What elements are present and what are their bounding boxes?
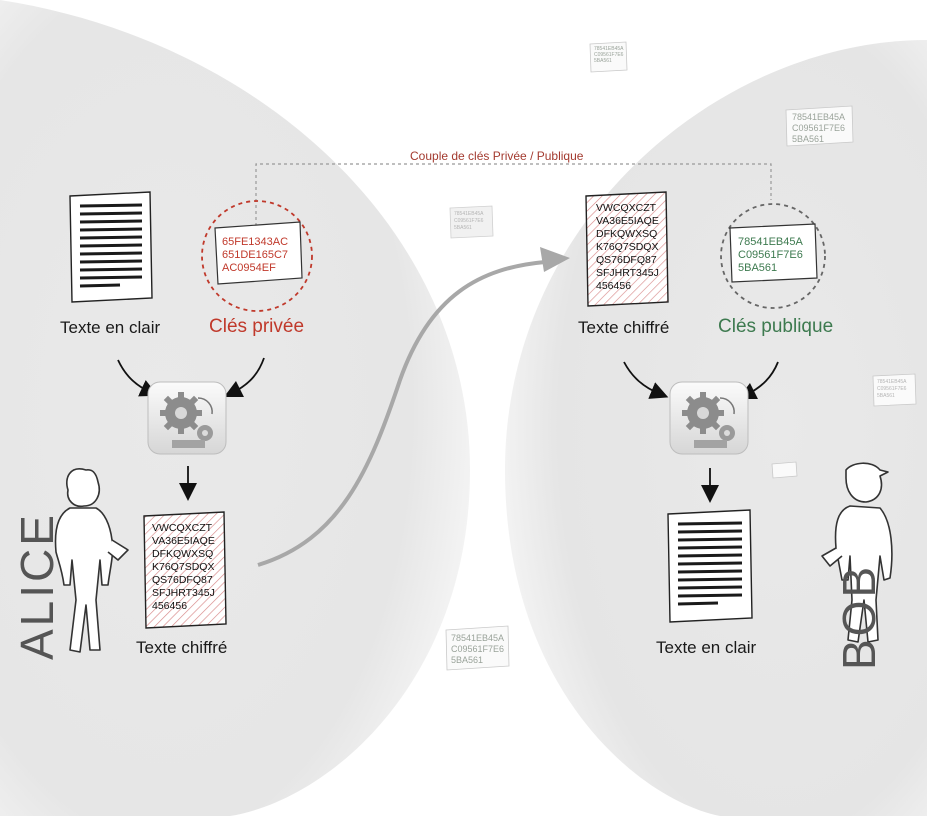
alice-cipher-line: K76Q7SDQX — [152, 561, 215, 573]
bob-key-line: 5BA561 — [738, 262, 778, 274]
floating-note-shape — [785, 105, 854, 147]
bob-cipher-line: VWCQXCZT — [596, 202, 657, 214]
key-pair-connector — [255, 163, 772, 232]
alice-key-text: 65FE1343AC 651DE165C7 AC0954EF — [222, 236, 288, 275]
bob-arrow-key — [737, 361, 779, 400]
bob-cipher-text: VWCQXCZT VA36E5IAQE DFKQWXSQ K76Q7SDQX Q… — [596, 202, 659, 293]
alice-cipher-doc — [143, 511, 227, 629]
alice-arrow-plaintext — [117, 359, 159, 397]
bob-decrypt-gear-icon — [669, 381, 749, 455]
alice-key-line: 65FE1343AC — [222, 236, 289, 248]
alice-key-line: 651DE165C7 — [222, 249, 289, 261]
alice-cipher-label: Texte chiffré — [136, 638, 228, 657]
alice-cipher-line: QS76DFQ87 — [152, 574, 213, 586]
floating-note-shape — [449, 205, 494, 239]
bob-public-key — [720, 203, 826, 309]
floating-note-shape — [872, 373, 917, 407]
alice-cipher-line: DFKQWXSQ — [152, 548, 214, 560]
bob-key-label: Clés publique — [718, 316, 834, 337]
bob-cipher-line: K76Q7SDQX — [596, 241, 659, 253]
alice-figure-icon — [54, 468, 129, 653]
bob-cipher-line: 456456 — [596, 280, 632, 292]
floating-note-shape — [771, 461, 798, 479]
bob-key-line: C09561F7E6 — [738, 249, 803, 261]
bob-cipher-line: DFKQWXSQ — [596, 228, 658, 240]
alice-cipher-line: SFJHRT345J — [152, 587, 215, 599]
bob-arrow-cipher — [623, 361, 669, 399]
alice-plaintext-label: Texte en clair — [60, 318, 161, 337]
bob-cipher-label: Texte chiffré — [578, 318, 670, 337]
alice-arrow-key — [223, 357, 265, 398]
alice-private-key — [201, 200, 313, 312]
bob-key-text: 78541EB45A C09561F7E6 5BA561 — [738, 236, 803, 275]
alice-key-label: Clés privée — [209, 316, 305, 337]
transfer-arrow-head — [540, 247, 570, 272]
alice-plaintext-doc — [69, 191, 153, 303]
alice-name: ALICE — [11, 512, 63, 660]
bob-figure-icon — [821, 462, 893, 643]
alice-cipher-text: VWCQXCZT VA36E5IAQE DFKQWXSQ K76Q7SDQX Q… — [152, 522, 215, 613]
bob-cipher-line: QS76DFQ87 — [596, 254, 657, 266]
bob-key-line: 78541EB45A — [738, 236, 803, 248]
alice-bubble — [0, 0, 470, 816]
key-pair-title: Couple de clés Privée / Publique — [410, 149, 584, 163]
transfer-arrow — [257, 260, 546, 567]
bob-cipher-line: VA36E5IAQE — [596, 215, 659, 227]
alice-cipher-line: VA36E5IAQE — [152, 535, 215, 547]
alice-key-line: AC0954EF — [222, 262, 276, 274]
bob-name: BOB — [833, 563, 885, 670]
alice-cipher-line: VWCQXCZT — [152, 522, 213, 534]
bob-plaintext-label: Texte en clair — [656, 638, 757, 657]
floating-note-shape — [589, 41, 628, 73]
bob-cipher-line: SFJHRT345J — [596, 267, 659, 279]
bob-cipher-doc — [585, 191, 669, 307]
alice-encrypt-gear-icon — [147, 381, 227, 455]
bob-plaintext-doc — [667, 509, 753, 623]
floating-note-shape — [445, 625, 510, 671]
alice-cipher-line: 456456 — [152, 600, 188, 612]
